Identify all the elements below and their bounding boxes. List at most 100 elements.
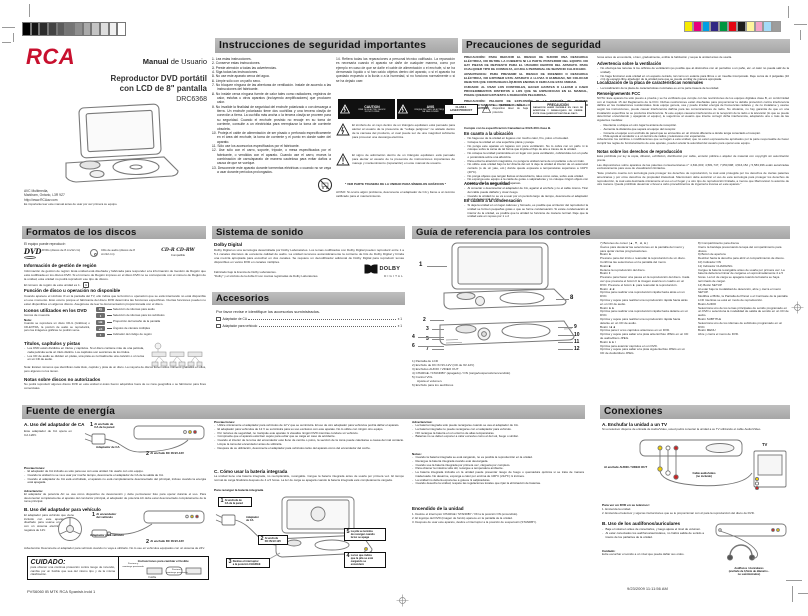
laser-caution-box-title: PRECAUCIÓN (547, 103, 569, 107)
dotted-leader (258, 325, 397, 327)
callout-9: 9 (574, 324, 577, 330)
ac-step2-label: 2 Al enchufe DC IN 9V-12V (146, 451, 184, 458)
dvd-icon-legend-row: ∠1 Ángulos de cámara múltiples (96, 326, 206, 331)
callout-leader (432, 329, 444, 330)
fuse-instructions-cell: Instrucciones para cambiar el fusible Pr… (119, 557, 209, 579)
cuidado-text: para obtener una continua protección con… (30, 565, 116, 577)
ac-precautions-label: Precauciones: (24, 466, 46, 470)
section-title-sound-system: Sistema de sonido (212, 226, 405, 239)
callout-1: 1 (419, 262, 423, 268)
titles-bullet: Los DVD están divididos en títulos y cap… (24, 346, 144, 355)
unauthorized-discs-text: No podrá reproducir algunos discos DVD e… (24, 382, 206, 390)
headphones-caution-label: Cuidado: (602, 549, 616, 553)
step-number: 2 (260, 536, 264, 542)
region-note-text: El número de región de esta unidad es 1. (24, 282, 81, 287)
section-title-safety-instructions: Instrucciones de seguridad importantes (215, 38, 458, 53)
fcc-intro: NOTA: Este aparato ha sido puesto a prue… (597, 96, 789, 123)
seguridad-list: Al conectar o desconectar el adaptador d… (464, 186, 588, 202)
safety-instruction-item: 10. Proteja el cable de alimentación de … (212, 131, 331, 144)
fcc-bullet: Aumente la distancia que separa al equip… (600, 127, 789, 132)
step-number: 4 (346, 553, 350, 559)
condensacion-text: Si deja la unidad en un lugar caluroso y… (464, 203, 588, 219)
battery-note-item: La batería integrada incluida en la unid… (412, 470, 584, 479)
section-title-power-source: Fuente de energía (22, 405, 585, 419)
power-on-steps: 1. Deslice el interruptor CHARGE / STAND… (412, 512, 584, 524)
crop-mark-top-right (794, 24, 807, 25)
ubicacion-item: No coloque la unidad poniéndola en un lu… (464, 151, 588, 160)
rear-symbols-note: * VER PARTE TRASERA DE LA UNIDAD PARA SÍ… (345, 182, 446, 186)
dvd-icon-legend: 2)) Selección de idiomas para audio 1 Se… (96, 307, 206, 339)
dvd-icon-legend-row: 1 Selección de idiomas para los subtítul… (96, 312, 206, 319)
seguridad-item: Al conectar o desconectar el adaptador d… (464, 186, 588, 195)
battery-warnings-list: La batería integrada sólo puede recargar… (412, 423, 584, 439)
callout-leader (558, 327, 573, 328)
accessory-row: Adaptador para vehículo x 1 (216, 323, 402, 328)
step-text: Al encendedor del vehículo (96, 512, 117, 520)
power-on-step: 1. Deslice el interruptor CHARGE / STAND… (412, 512, 519, 516)
crop-mark-top-left-2v (13, 33, 14, 42)
ubicacion-list: No haga uso de la unidad en lugares con … (464, 136, 588, 186)
callout-11: 11 (574, 339, 580, 345)
step-number: 1 (220, 498, 224, 504)
battery-adapter-label: Adaptador de CA (246, 516, 259, 523)
ubicacion-item: Coloque la unidad en una superficie plan… (464, 140, 588, 145)
model-number: DRC6368 (176, 96, 207, 103)
disc-structure-diagram (151, 342, 203, 367)
ac-adapter-diagram (84, 425, 205, 453)
grayscale-calibration-bar (22, 22, 127, 36)
crop-mark-top-left-2 (2, 42, 11, 43)
exclamation-symbol-paragraph: El signo de admiración dentro de un triá… (336, 153, 455, 166)
cdr-logo-text: CD-R CD-RW (161, 248, 195, 253)
ubicacion-item: No utilice esta unidad bajo la luz direc… (464, 162, 588, 174)
manual-label-bold: Manual (142, 57, 169, 66)
battery-step2-box: 2 Al enchufe DC IN 9V-12V (258, 535, 288, 546)
ac-adapter-intro: Este adaptador de CA opera en CA 120V. (24, 429, 72, 438)
battery-note-item: Cuando deseche la unidad, respete las re… (412, 482, 584, 486)
vehicle-precaution-item: El adaptador para vehículos de 12 V se s… (214, 427, 404, 432)
crop-mark-top-right-v (788, 6, 789, 18)
condensacion-continuation: horas antes de encenderla, o bien, gradu… (597, 55, 732, 59)
region-note-row: El número de región de esta unidad es 1.… (24, 282, 206, 288)
safety-instruction-item: 2. Conserve estas instrucciones. (212, 61, 331, 65)
connect-tv-text: Si su televisor dispone de entrada de Au… (602, 427, 762, 431)
control-list-item: 3) Enchufes AUDIO / VIDEO OUT (412, 366, 459, 371)
copyright-paragraph: Las disposiciones sobre aparatos de las … (597, 162, 789, 171)
heading-ubicacion: En cuanto a la ubicación (464, 131, 514, 136)
controls-illustration (439, 242, 575, 346)
safety-instruction-item: 7. No bloquee ninguna de las aberturas d… (212, 83, 331, 92)
battery-note-item: Recargue la batería integrada cuando est… (412, 459, 584, 464)
callout-leader (558, 349, 573, 350)
cdr-compatible-logo: CD-R CD-RW Compatible (152, 248, 204, 257)
laser-note-text: Este producto contiene un dispositivo lá… (492, 104, 529, 114)
copyright-paragraphs: Está prohibida por ley la copia, difusió… (597, 154, 789, 188)
cdr-logo-sub: Compatible (170, 252, 186, 257)
step-number: 1 (92, 512, 96, 518)
callout-leader (432, 339, 444, 340)
safety-instruction-item: 3. Preste atención a todas las advertenc… (212, 66, 331, 70)
heading-fcc: Renseignements FCC (597, 91, 641, 96)
cd-format-label: CDs de audio (discos de 8 cm/12 cm) (101, 248, 135, 256)
ac-precautions-list: El adaptador de CA incluido es sólo para… (24, 469, 206, 485)
dvd-feature-label: Selección de idiomas para audio (113, 306, 155, 311)
heading-seguridad: Acerca de la seguridad (464, 181, 510, 186)
dolby-license-line: Fabricado bajo la licencia de Dolby Labo… (214, 270, 277, 274)
heading-unauthorized-discs: Notas sobre discos no autorizados (24, 377, 101, 382)
tv-label: TV (762, 442, 768, 447)
legend-connector-line (106, 308, 112, 310)
ubicacion-item: No exponga este equipo a la caída de got… (464, 178, 588, 186)
titles-bullet: Los CD de audio se dividen en pistas, un… (24, 354, 144, 363)
fcc-bullet: Reoriente o ubique en otro lugar la ante… (600, 123, 789, 128)
lightning-triangle-icon (398, 104, 408, 114)
safety-instruction-item: 12. Use sólo con el carro, soporte, tríp… (212, 148, 331, 165)
battery-notes-label: Notas: (412, 452, 422, 456)
accessories-intro: Por favor revise e identifique los acces… (216, 309, 321, 314)
dolby-digital-logo: DOLBY DIGITAL (364, 264, 404, 278)
watch-dvd-label: Para ver un DVD en su televisor: (602, 503, 650, 507)
battery-warning-item: Baterías no se deben exponer a calor exc… (412, 435, 584, 439)
heading-copyrights: Notas sobre los derechos de reproducción (597, 149, 683, 154)
section-title-accessories: Accesorios (212, 292, 405, 305)
dvd-feature-label: Selección de idiomas para los subtítulos (113, 312, 165, 317)
vehicle-precaution-item: Cuando el interior de la toma del encend… (214, 438, 404, 447)
dolby-digital-text: Dolby Digital es una tecnología desarrol… (214, 248, 404, 265)
safety-instruction-item: 6. Limpie sólo con un paño seco. (212, 79, 331, 83)
